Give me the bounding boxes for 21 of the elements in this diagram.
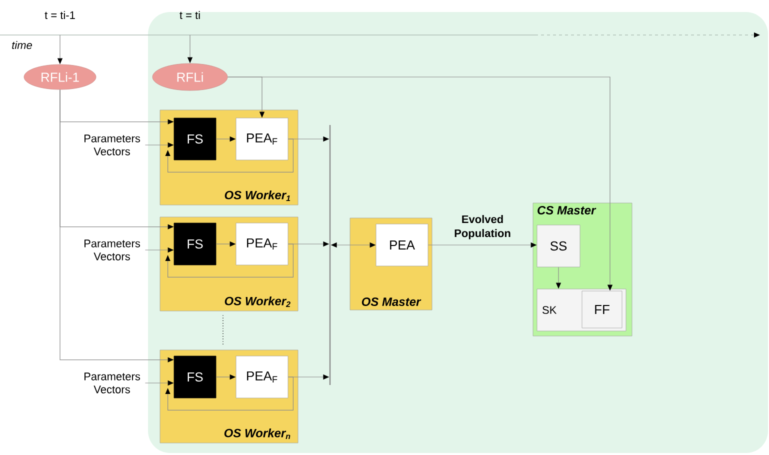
input-text: Parameters Vectors bbox=[84, 240, 140, 260]
process-box: FS bbox=[174, 222, 216, 266]
process-box: FS bbox=[174, 118, 216, 160]
process-box: PEA bbox=[376, 224, 428, 266]
ellipse-node: RFLi bbox=[152, 63, 228, 91]
arrow bbox=[165, 244, 294, 278]
edge-label: Evolved Population bbox=[446, 214, 520, 240]
input-text: Parameters Vectors bbox=[84, 134, 140, 156]
process-box: SS bbox=[536, 224, 580, 268]
input-text: Parameters Vectors bbox=[84, 372, 140, 394]
process-box: FS bbox=[174, 356, 216, 398]
process-box: PEA$_{F}$ bbox=[236, 356, 288, 398]
arrow bbox=[165, 138, 294, 172]
process-box: FF bbox=[582, 290, 622, 328]
time-label: t = ti bbox=[180, 10, 200, 20]
ellipse-node: RFLi-1 bbox=[24, 64, 96, 90]
process-box: PEA$_{F}$ bbox=[236, 118, 288, 160]
arrow bbox=[165, 376, 294, 410]
time-label: t = ti-1 bbox=[44, 10, 75, 20]
axis-label: time bbox=[12, 40, 32, 50]
process-box: PEA$_{F}$ bbox=[236, 222, 288, 266]
